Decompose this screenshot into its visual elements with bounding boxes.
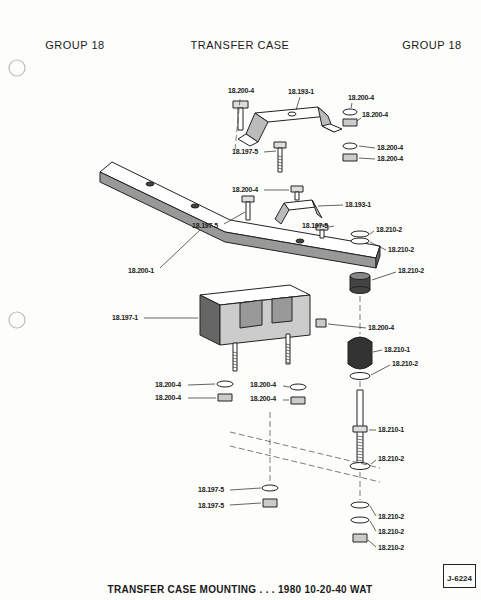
- figure-caption: TRANSFER CASE MOUNTING . . . 1980 10-20-…: [108, 584, 373, 596]
- thread-stroke: [357, 454, 363, 455]
- callout-number: 18.210-2: [392, 360, 418, 368]
- callout-number: 18.210-2: [378, 544, 404, 552]
- callout-number: 18.200-4: [155, 394, 181, 402]
- callout-number: 18.197-5: [192, 222, 218, 230]
- callout-number: 18.197-1: [112, 314, 138, 322]
- callout-number: 18.200-4: [250, 395, 276, 403]
- callout-number: 18.200-4: [228, 87, 254, 95]
- callout-number: 18.200-4: [232, 186, 258, 194]
- thread-stroke: [286, 350, 290, 351]
- thread-stroke: [286, 347, 290, 348]
- thread-stroke: [278, 162, 282, 163]
- callout-number: 18.200-4: [362, 111, 388, 119]
- thread-stroke: [233, 361, 237, 362]
- callout-number: 18.210-2: [378, 513, 404, 521]
- group-heading: GROUP 18: [402, 39, 461, 52]
- group-heading: GROUP 18: [45, 39, 104, 52]
- thread-stroke: [286, 362, 290, 363]
- thread-stroke: [233, 358, 237, 359]
- callout-number: 18.210-1: [378, 426, 404, 434]
- figure-number: J-6224: [447, 574, 472, 583]
- thread-stroke: [233, 355, 237, 356]
- thread-stroke: [233, 352, 237, 353]
- thread-stroke: [233, 364, 237, 365]
- thread-stroke: [357, 457, 363, 458]
- thread-stroke: [357, 442, 363, 443]
- callout-number: 18.193-1: [288, 88, 314, 96]
- callout-number: 18.197-5: [198, 486, 224, 494]
- callout-number: 18.200-1: [128, 267, 154, 275]
- callout-number: 18.200-4: [250, 381, 276, 389]
- callout-number: 18.193-1: [345, 201, 371, 209]
- callout-number: 18.200-4: [377, 155, 403, 163]
- thread-stroke: [233, 367, 237, 368]
- thread-stroke: [286, 353, 290, 354]
- callout-number: 18.197-5: [302, 222, 328, 230]
- page-title: TRANSFER CASE: [191, 39, 290, 52]
- thread-stroke: [278, 159, 282, 160]
- thread-stroke: [286, 356, 290, 357]
- callout-number: 18.200-4: [155, 381, 181, 389]
- callout-number: 18.210-2: [398, 267, 424, 275]
- callout-number: 18.197-5: [232, 148, 258, 156]
- thread-stroke: [286, 344, 290, 345]
- thread-stroke: [357, 460, 363, 461]
- thread-stroke: [357, 445, 363, 446]
- thread-stroke: [357, 448, 363, 449]
- thread-stroke: [357, 451, 363, 452]
- thread-stroke: [278, 165, 282, 166]
- callout-number: 18.210-2: [378, 528, 404, 536]
- callout-number: 18.210-1: [384, 346, 410, 354]
- callout-number: 18.210-2: [378, 455, 404, 463]
- callout-number: 18.200-4: [368, 324, 394, 332]
- thread-stroke: [278, 168, 282, 169]
- callout-number: 18.210-2: [376, 226, 402, 234]
- thread-stroke: [357, 439, 363, 440]
- thread-stroke: [286, 359, 290, 360]
- figure-number-box: J-6224: [443, 564, 476, 588]
- callout-number: 18.210-2: [388, 246, 414, 254]
- callout-number: 18.200-4: [377, 144, 403, 152]
- callout-number: 18.197-5: [198, 502, 224, 510]
- thread-stroke: [278, 156, 282, 157]
- thread-stroke: [357, 436, 363, 437]
- callout-number: 18.200-4: [348, 94, 374, 102]
